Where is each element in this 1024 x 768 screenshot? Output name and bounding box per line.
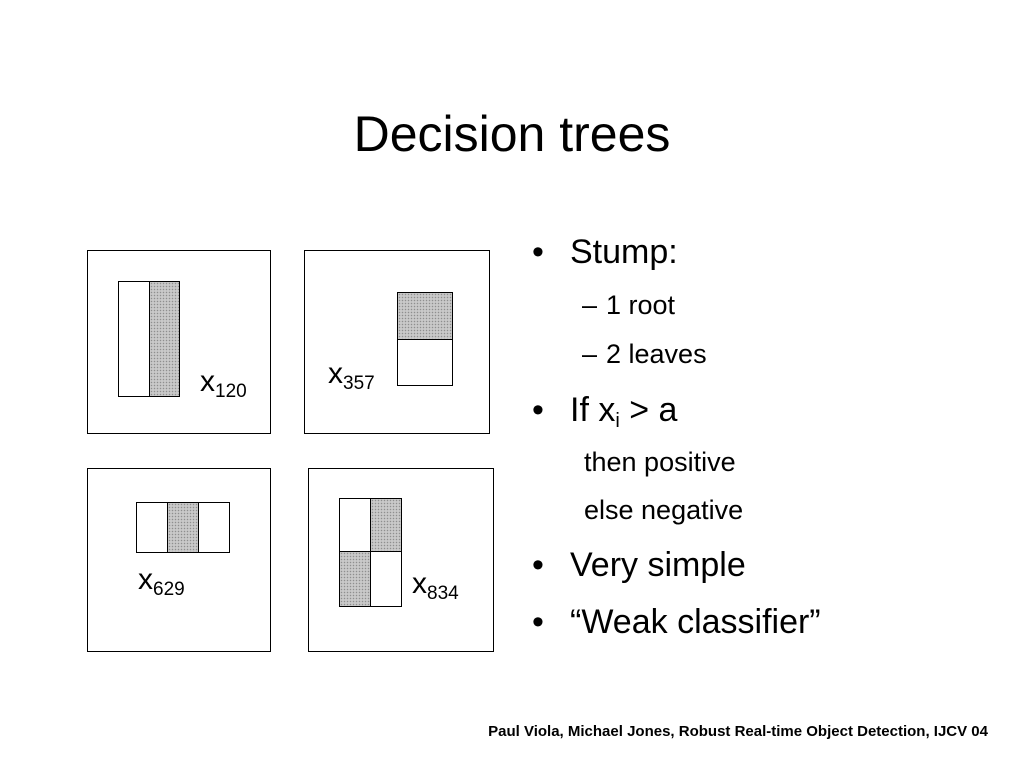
feature-white-rect: [397, 339, 453, 386]
sub-bullet-leaves: –2 leaves: [582, 339, 707, 369]
feature-label-x629: x629: [138, 563, 185, 601]
bullet-else-text: else negative: [584, 495, 744, 525]
bullet-then-text: then positive: [584, 447, 736, 477]
feature-shaded-rect: [149, 281, 180, 397]
bullet-dot: •: [532, 603, 544, 641]
feature-panel-x120: x120: [87, 250, 271, 434]
bullet-dot: •: [532, 233, 544, 271]
feature-shaded-rect: [370, 498, 402, 553]
slide-title: Decision trees: [353, 106, 671, 162]
sub-bullet-dash: –: [582, 339, 598, 369]
feature-label-x120: x120: [200, 365, 247, 403]
feature-white-rect: [118, 281, 151, 397]
feature-label-x357: x357: [328, 357, 375, 395]
bullet-if: •If xi > a: [532, 391, 678, 432]
feature-shaded-rect: [339, 551, 372, 607]
feature-shaded-rect: [397, 292, 453, 341]
bullet-weak-classifier: •“Weak classifier”: [532, 603, 821, 641]
bullet-dot: •: [532, 546, 544, 584]
bullet-dot: •: [532, 391, 544, 429]
feature-white-rect: [339, 498, 372, 553]
feature-panel-x629: x629: [87, 468, 271, 652]
citation-footer: Paul Viola, Michael Jones, Robust Real-t…: [488, 723, 988, 740]
sub-bullet-root: –1 root: [582, 290, 676, 320]
feature-white-rect: [136, 502, 169, 553]
sub-bullet-dash: –: [582, 290, 598, 320]
feature-white-rect: [198, 502, 230, 553]
feature-panel-x834: x834: [308, 468, 494, 652]
feature-shaded-rect: [167, 502, 200, 553]
feature-white-rect: [370, 551, 402, 607]
feature-panel-x357: x357: [304, 250, 490, 434]
feature-label-x834: x834: [412, 567, 459, 605]
bullet-very-simple: •Very simple: [532, 546, 746, 584]
bullet-stump: •Stump:: [532, 233, 678, 271]
